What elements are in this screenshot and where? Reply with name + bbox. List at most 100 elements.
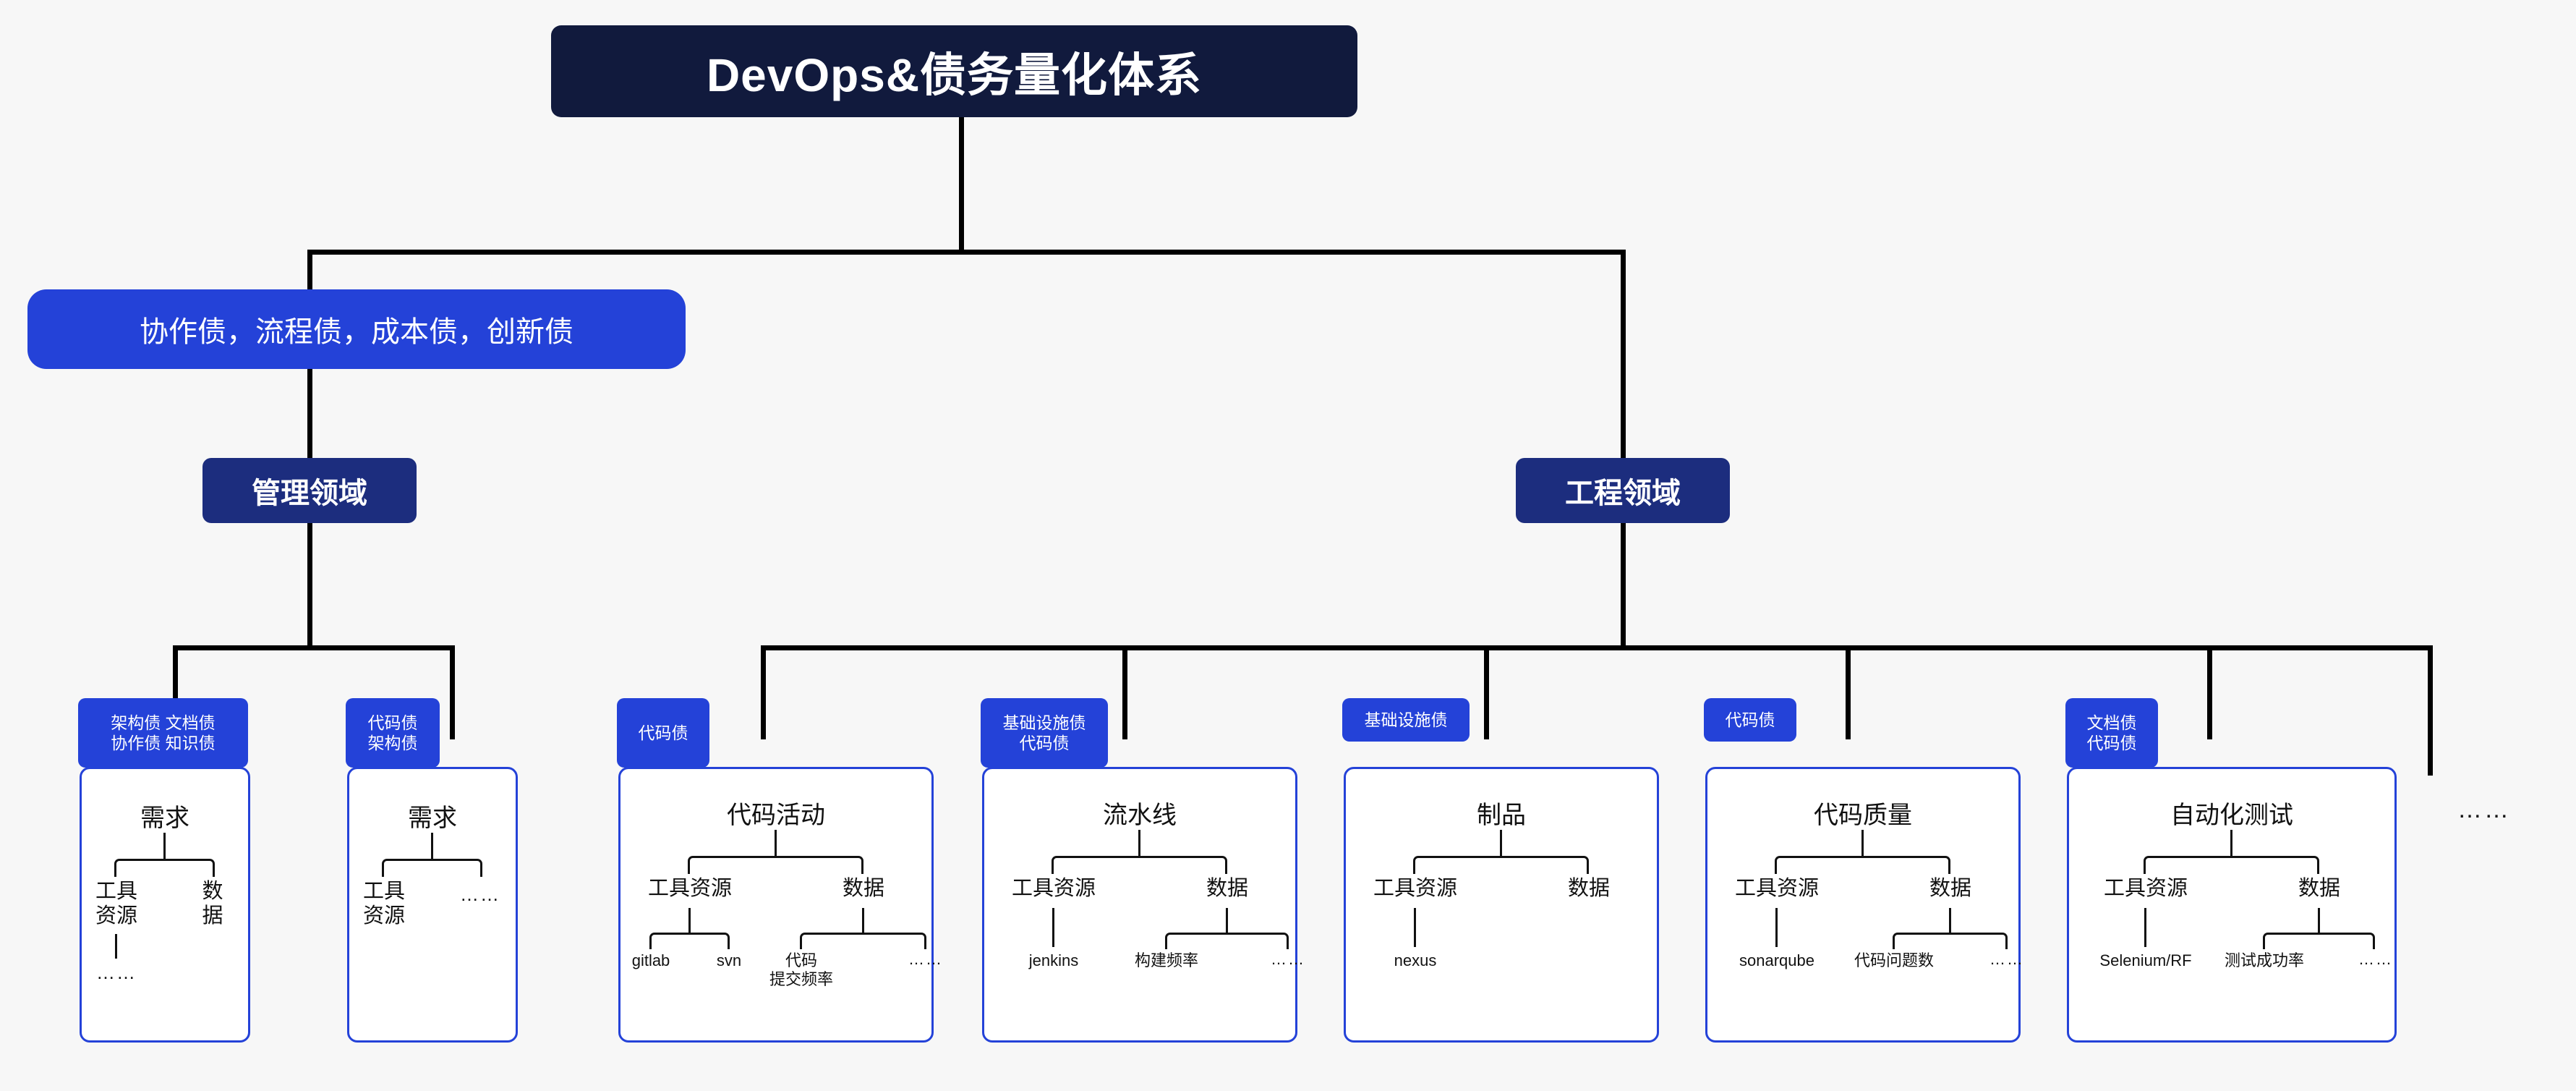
connector-engineering-stem — [1621, 523, 1626, 648]
tree-corner-left — [114, 859, 166, 877]
card-pipeline[interactable]: 流水线 工具资源 数据 jenkins 构建频率 …… — [982, 767, 1304, 1043]
tree-stem — [2230, 830, 2232, 856]
card-tag-line: 代码债 — [2086, 734, 2137, 752]
tree-corner-right — [862, 933, 926, 949]
trailing-ellipsis: …… — [2457, 796, 2511, 823]
branch-label: …… — [460, 883, 500, 905]
domain-box-engineering[interactable]: 工程领域 — [1516, 458, 1730, 523]
connector-engineering-branch-1 — [761, 645, 766, 739]
tree-corner-right — [163, 859, 215, 877]
card-tag-line: 架构债 — [367, 734, 418, 752]
tree-stem — [1949, 908, 1951, 933]
leaf-label: sonarqube — [1739, 951, 1814, 969]
card-title: 制品 — [1477, 802, 1526, 829]
card-tag-line: 协作债 知识债 — [111, 734, 216, 752]
leaf-label: 测试成功率 — [2224, 951, 2305, 969]
branch-label: 数据 — [202, 880, 223, 928]
tree-stem — [1414, 908, 1416, 947]
tree-corner-right — [1226, 933, 1289, 949]
tree-corner-left — [1893, 933, 1951, 949]
card-artifact[interactable]: 制品 工具资源 数据 nexus — [1344, 767, 1659, 1043]
tree-stem — [2144, 908, 2146, 947]
leaf-label: 代码 提交频率 — [769, 951, 834, 989]
leaf-label: …… — [908, 950, 943, 968]
leaf-label: 代码问题数 — [1854, 951, 1935, 969]
tree-corner-right — [431, 859, 482, 877]
tree-stem — [163, 833, 166, 859]
card-automation-test[interactable]: 自动化测试 工具资源 数据 Selenium/RF 测试成功率 …… — [2067, 767, 2397, 1043]
tree-corner-left — [2263, 933, 2320, 949]
root-title-box: DevOps&债务量化体系 — [551, 25, 1357, 117]
branch-label: 数据 — [1929, 877, 1972, 900]
tree-corner-right — [1861, 856, 1950, 874]
tree-corner-right — [1500, 856, 1589, 874]
tree-corner-right — [2318, 933, 2375, 949]
connector-engineering-branch-3 — [1484, 645, 1489, 739]
card-tag: 代码债 — [617, 698, 709, 768]
card-tag: 文档债 代码债 — [2065, 698, 2158, 768]
branch-label: 工具资源 — [647, 877, 733, 900]
connector-engineering-bus — [761, 645, 2433, 650]
card-tag: 代码债 — [1704, 698, 1796, 742]
card-title: 自动化测试 — [2170, 802, 2293, 829]
card-code-quality[interactable]: 代码质量 工具资源 数据 sonarqube 代码问题数 …… — [1705, 767, 2024, 1043]
card-title: 代码质量 — [1814, 802, 1912, 829]
card-tag-line: 代码债 — [367, 713, 418, 732]
tree-stem — [862, 908, 864, 933]
tree-corner-left — [1052, 856, 1140, 874]
card-code-activity[interactable]: 代码活动 工具资源 数据 gitlab svn 代码 提交频率 …… — [618, 767, 942, 1043]
card-tag: 基础设施债 代码债 — [981, 698, 1108, 768]
tree-corner-right — [1949, 933, 2008, 949]
tree-stem — [688, 908, 691, 933]
branch-label: 数据 — [842, 877, 885, 900]
leaf-label: …… — [1989, 950, 2024, 968]
card-management-demand-2[interactable]: 需求 工具 资源 …… — [347, 767, 518, 1043]
tree-corner-right — [2230, 856, 2319, 874]
connector-engineering-branch-4 — [1846, 645, 1851, 739]
connector-root-stem — [959, 117, 964, 252]
card-tag-line: 文档债 — [2086, 713, 2137, 732]
connector-top-bus — [307, 250, 1626, 255]
tree-corner-left — [1413, 856, 1502, 874]
card-title: 代码活动 — [727, 802, 825, 829]
card-tag-line: 代码债 — [638, 723, 688, 742]
card-tag-line: 基础设施债 — [1364, 710, 1448, 729]
branch-label: 工具资源 — [1011, 877, 1096, 900]
debt-types-badge: 协作债，流程债，成本债，创新债 — [27, 289, 686, 369]
connector-management-branch-1 — [173, 645, 178, 739]
domain-label-engineering: 工程领域 — [1565, 477, 1681, 509]
tree-corner-left — [2144, 856, 2232, 874]
tree-stem — [1052, 908, 1054, 947]
connector-engineering-branch-5 — [2207, 645, 2212, 739]
tree-corner-left — [1165, 933, 1228, 949]
tree-stem — [1138, 830, 1140, 856]
card-tag-line: 代码债 — [1019, 734, 1070, 752]
branch-label: 工具资源 — [2103, 877, 2188, 900]
connector-engineering-branch-2 — [1122, 645, 1127, 739]
leaf-label: …… — [2358, 950, 2393, 968]
connector-management-stem — [307, 523, 312, 648]
tree-stem — [1775, 908, 1778, 947]
tree-stem — [1500, 830, 1502, 856]
card-title: 需求 — [408, 805, 457, 832]
leaf-label: 构建频率 — [1134, 951, 1199, 969]
card-tag-line: 架构债 文档债 — [111, 713, 216, 732]
card-tag: 架构债 文档债 协作债 知识债 — [78, 698, 248, 768]
leaf-label: Selenium/RF — [2099, 951, 2192, 969]
tree-corner-left — [1775, 856, 1864, 874]
domain-box-management[interactable]: 管理领域 — [202, 458, 417, 523]
branch-label: 数据 — [1206, 877, 1249, 900]
branch-label: 数据 — [1567, 877, 1611, 900]
card-management-demand-1[interactable]: 需求 工具 资源 数据 …… — [80, 767, 250, 1043]
connector-management-bus — [173, 645, 455, 650]
tree-corner-left — [382, 859, 433, 877]
tree-corner-left — [649, 933, 691, 949]
card-tag-line: 基础设施债 — [1002, 713, 1086, 732]
connector-engineering-drop — [1621, 250, 1626, 458]
domain-label-management: 管理领域 — [252, 477, 367, 509]
branch-label: 工具资源 — [1373, 877, 1458, 900]
branch-label: 工具 资源 — [362, 880, 406, 928]
tree-corner-right — [775, 856, 863, 874]
tree-corner-right — [1138, 856, 1227, 874]
